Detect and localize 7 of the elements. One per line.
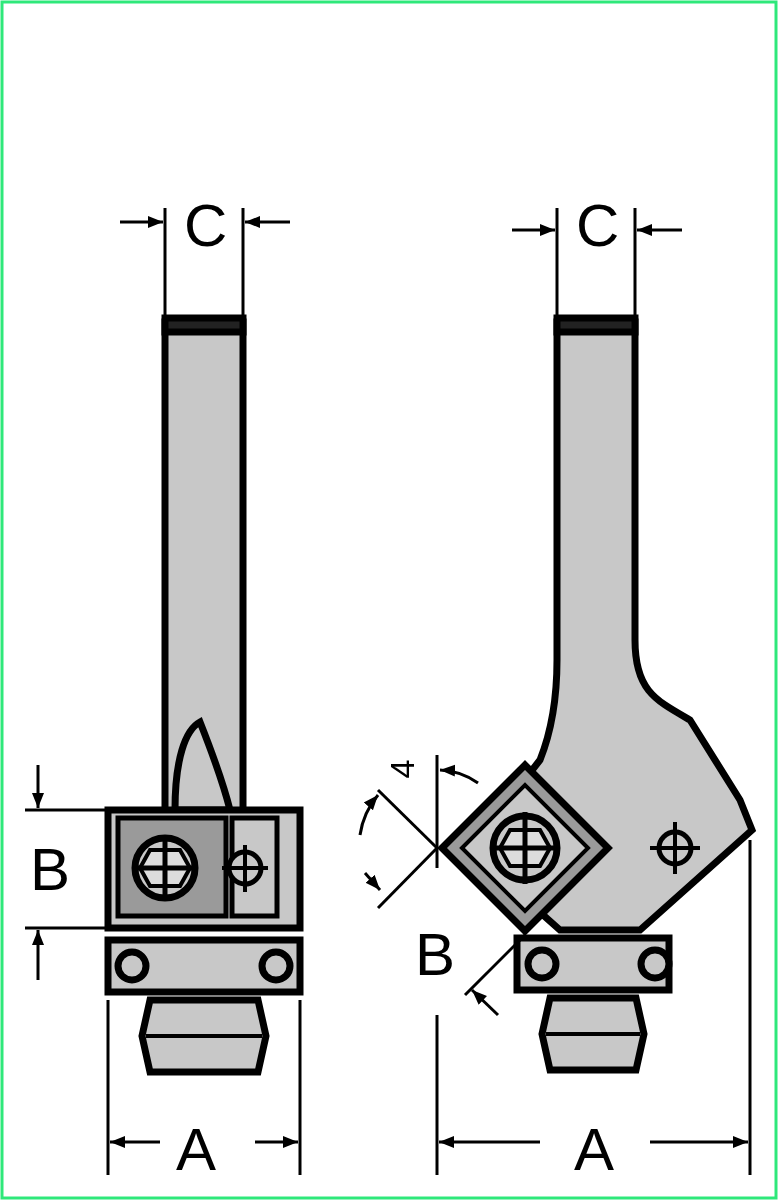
dimension-label: C [576,196,620,256]
dimension-label: B [30,840,71,900]
dimension-label: 4 [385,759,420,779]
dimension-label: B [415,925,456,985]
dimension-label: A [176,1120,217,1180]
dimension-label: C [184,196,228,256]
dimension-label: A [574,1120,615,1180]
